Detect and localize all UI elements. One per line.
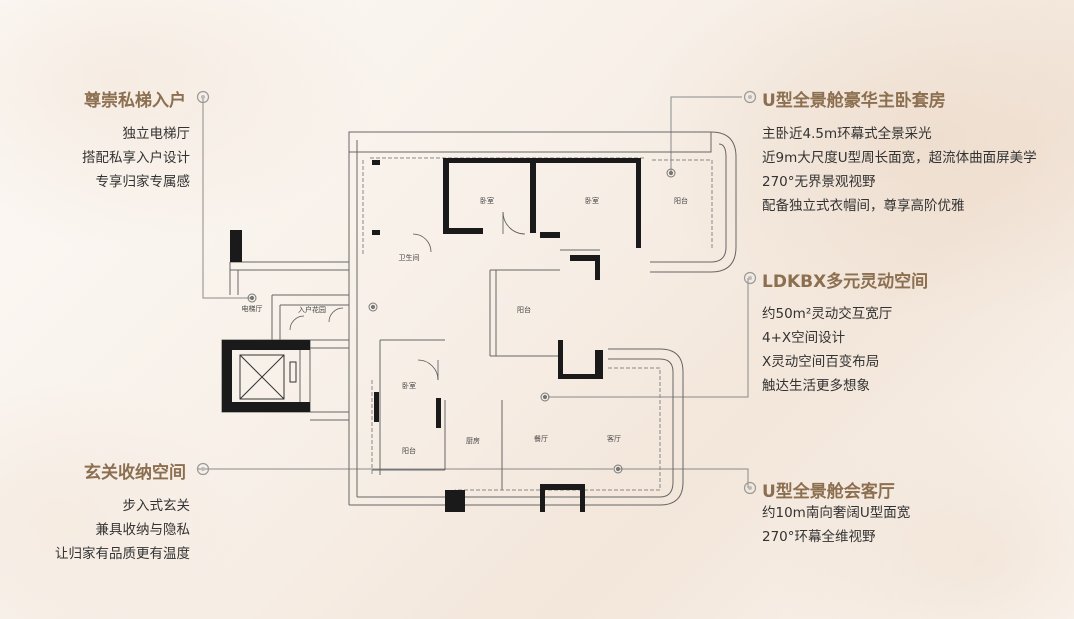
line-ldkbx-2: 4+X空间设计 xyxy=(762,330,846,346)
elevator-cab xyxy=(222,340,310,412)
leader-elevator xyxy=(202,97,250,299)
heading-elevator: 尊崇私梯入户 xyxy=(84,91,186,111)
room-kitchen: 厨房 xyxy=(466,436,480,445)
leader-master xyxy=(670,96,742,173)
heading-master: U型全景舱豪华主卧套房 xyxy=(762,91,946,111)
line-ldkbx-3: X灵动空间百变布局 xyxy=(762,354,880,370)
lines-elevator: 独立电梯厅 搭配私享入户设计 专享归家专属感 xyxy=(82,122,190,194)
line-ldkbx-4: 触达生活更多想象 xyxy=(762,378,870,394)
room-balcony-a: 阳台 xyxy=(674,196,688,205)
line-ldkbx-1: 约50m²灵动交互宽厅 xyxy=(762,306,893,322)
anchor-markers xyxy=(247,168,676,474)
leader-ldkbx xyxy=(548,278,749,398)
room-bedroom-c: 卧室 xyxy=(402,381,416,390)
lines-ldkbx: 约50m²灵动交互宽厅 4+X空间设计 X灵动空间百变布局 触达生活更多想象 xyxy=(762,302,892,398)
room-dining: 餐厅 xyxy=(534,434,548,443)
room-labels: 电梯厅 入户花园 卫生间 卧室 卧室 阳台 阳台 卧室 阳台 厨房 餐厅 客厅 xyxy=(242,196,689,455)
line-master-2: 近9m大尺度U型周长面宽，超流体曲面屏美学 xyxy=(762,150,1037,166)
lines-foyer: 步入式玄关 兼具收纳与隐私 让归家有品质更有温度 xyxy=(55,494,190,566)
line-foyer-3: 让归家有品质更有温度 xyxy=(55,546,190,562)
heading-foyer: 玄关收纳空间 xyxy=(84,463,186,483)
leader-lines xyxy=(197,96,749,488)
doors xyxy=(289,211,526,381)
room-living: 客厅 xyxy=(607,434,621,443)
line-elevator-1: 独立电梯厅 xyxy=(122,126,191,142)
room-balcony-c: 阳台 xyxy=(402,446,416,455)
room-bedroom-a: 卧室 xyxy=(480,196,494,205)
heading-bullets xyxy=(196,90,757,495)
walls xyxy=(230,158,641,512)
line-elevator-2: 搭配私享入户设计 xyxy=(82,150,190,166)
line-foyer-1: 步入式玄关 xyxy=(122,498,191,514)
room-balcony-b: 阳台 xyxy=(517,305,531,314)
line-foyer-2: 兼具收纳与隐私 xyxy=(95,522,191,538)
line-living-2: 270°环幕全维视野 xyxy=(762,529,876,545)
line-living-1: 约10m南向奢阔U型面宽 xyxy=(762,505,911,521)
room-bathroom: 卫生间 xyxy=(399,253,420,262)
line-master-4: 配备独立式衣帽间，尊享高阶优雅 xyxy=(762,198,965,214)
line-master-3: 270°无界景观视野 xyxy=(762,174,876,190)
room-entry-garden: 入户花园 xyxy=(298,305,326,314)
room-elevator-hall: 电梯厅 xyxy=(242,304,263,313)
room-bedroom-b: 卧室 xyxy=(585,196,599,205)
line-elevator-3: 专享归家专属感 xyxy=(95,174,191,190)
plan-outline xyxy=(221,131,737,506)
heading-ldkbx: LDKBX多元灵动空间 xyxy=(762,272,929,292)
lines-living: 约10m南向奢阔U型面宽 270°环幕全维视野 xyxy=(762,501,910,549)
heading-living: U型全景舱会客厅 xyxy=(762,482,895,502)
leader-living xyxy=(618,468,749,488)
lines-master: 主卧近4.5m环幕式全景采光 近9m大尺度U型周长面宽，超流体曲面屏美学 270… xyxy=(762,122,1037,218)
line-master-1: 主卧近4.5m环幕式全景采光 xyxy=(762,126,932,142)
